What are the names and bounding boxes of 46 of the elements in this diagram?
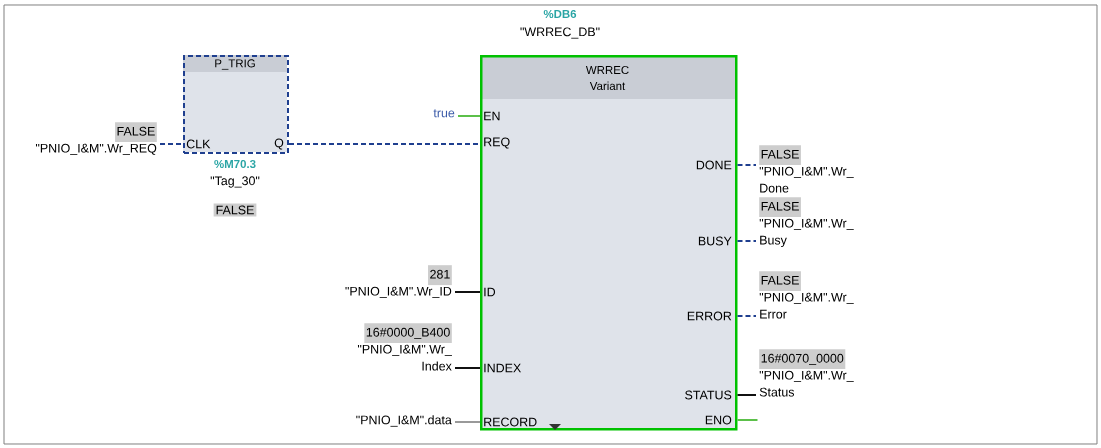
operand-label: "PNIO_I&M".data (356, 415, 452, 427)
wire (159, 143, 184, 145)
wire (736, 315, 757, 317)
pin-label: REQ (484, 137, 510, 149)
wire (736, 240, 757, 242)
operand-label: "PNIO_I&M".Wr_ Busy (759, 218, 854, 247)
pin-label: ERROR (687, 311, 732, 321)
wire (454, 367, 481, 369)
wire (454, 421, 481, 423)
wire (288, 143, 481, 145)
pin-label: STATUS (685, 390, 732, 400)
pin-label: BUSY (698, 236, 732, 246)
wire (736, 419, 759, 421)
instance-label: "WRREC_DB" (520, 27, 600, 39)
pin-label: INDEX (484, 363, 521, 373)
value-box: FALSE (213, 203, 257, 217)
pin-label: ID (484, 287, 496, 297)
value-box: 281 (428, 265, 452, 286)
instance-label: "Tag_30" (210, 176, 260, 188)
pin-label: Q (274, 138, 284, 150)
address-label: %M70.3 (214, 159, 256, 169)
operand-label: "PNIO_I&M".Wr_ Status (759, 370, 854, 397)
pin-label: RECORD (484, 417, 537, 427)
pin-label: DONE (696, 160, 732, 170)
value-box: FALSE (759, 197, 801, 218)
operand-label: "PNIO_I&M".Wr_ Index (357, 344, 452, 371)
pin-label: EN (484, 111, 500, 121)
pin-label: ENO (705, 415, 732, 425)
wire (736, 164, 757, 166)
value-box: FALSE (115, 122, 157, 143)
operand-label: true (433, 109, 455, 118)
wire (457, 115, 481, 117)
wire (454, 291, 481, 293)
operand-label: "PNIO_I&M".Wr_ID (345, 286, 452, 298)
value-box: FALSE (759, 271, 801, 292)
block-title: P_TRIG (215, 59, 255, 70)
operand-label: "PNIO_I&M".Wr_ Error (759, 292, 854, 319)
operand-label: "PNIO_I&M".Wr_REQ (35, 143, 157, 155)
value-box: 16#0000_B400 (364, 323, 452, 344)
address-label: %DB6 (543, 9, 577, 19)
wire (736, 394, 757, 396)
value-box: 16#0070_0000 (759, 349, 846, 370)
pin-label: CLK (186, 139, 211, 149)
operand-label: "PNIO_I&M".Wr_ Done (759, 166, 854, 193)
block-title: WRREC Variant (585, 65, 629, 90)
value-box: FALSE (759, 145, 801, 166)
